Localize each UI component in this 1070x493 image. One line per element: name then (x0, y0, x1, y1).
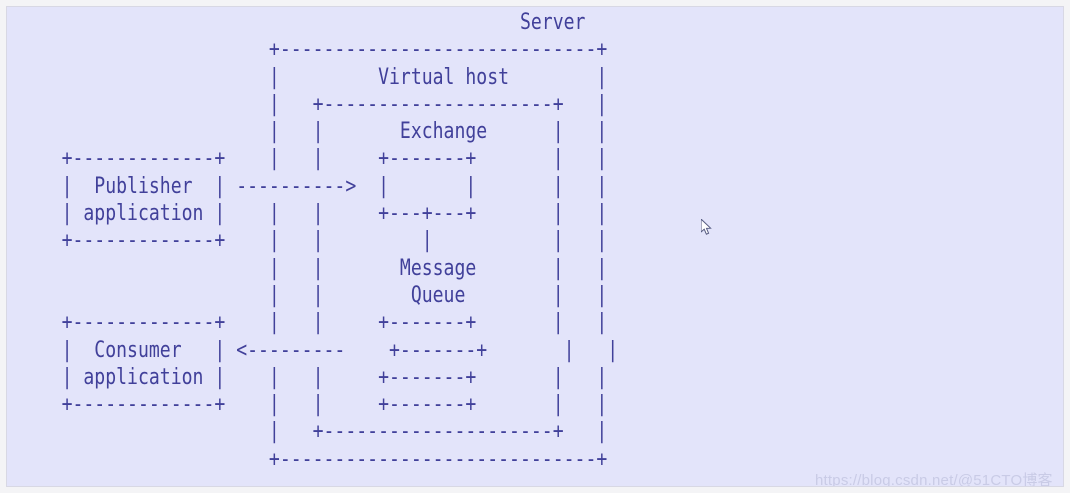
ascii-art-diagram: Server +-----------------------------+ |… (61, 10, 619, 472)
mouse-cursor-icon (701, 219, 712, 235)
ascii-diagram-canvas: Server +-----------------------------+ |… (6, 6, 1064, 487)
watermark: https://blog.csdn.net/@51CTO博客 (815, 469, 1053, 487)
watermark-suffix: 博客 (1022, 471, 1053, 487)
watermark-url: https://blog.csdn.net/@51CTO (815, 472, 1023, 487)
